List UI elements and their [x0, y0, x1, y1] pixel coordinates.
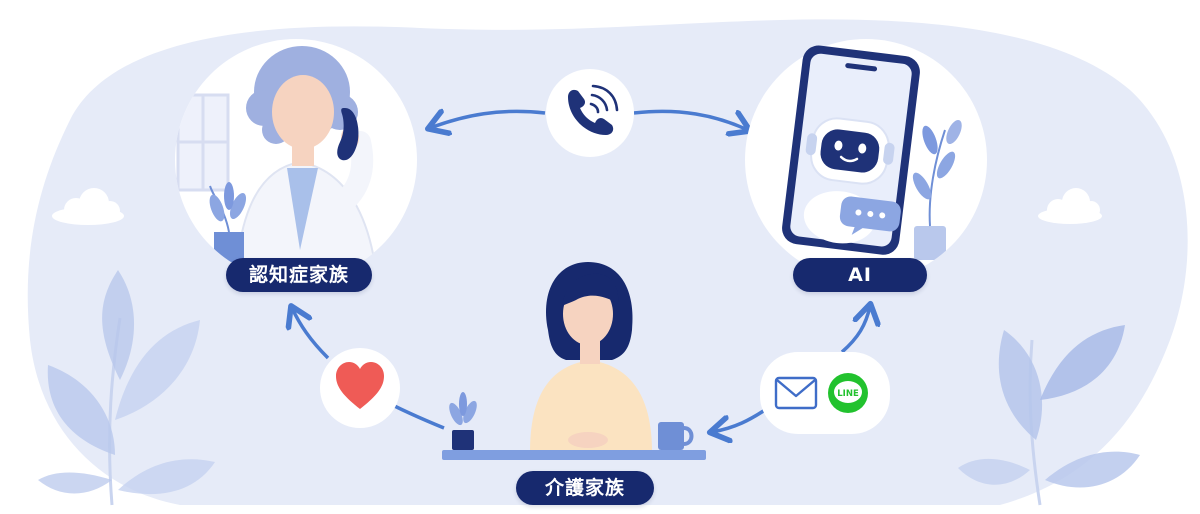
arrow-ai-to-message: [840, 306, 870, 354]
patient-family-label: 認知症家族: [226, 258, 372, 292]
smartphone-icon: [782, 45, 920, 255]
chat-bubble-icon: [839, 196, 901, 235]
cloud-icon: [52, 188, 124, 225]
mug-icon: [658, 422, 694, 450]
leaf-plant-icon: [38, 270, 215, 506]
arrow-patient-to-phone: [430, 111, 546, 128]
leaf-plant-icon: [958, 325, 1140, 506]
heart-icon: [336, 362, 384, 409]
caregiver-family-illustration: [442, 262, 706, 460]
line-app-label: LINE: [837, 389, 859, 399]
cloud-icon: [1038, 188, 1102, 224]
small-plant-icon: [449, 392, 477, 450]
phone-call-bubble: [546, 69, 634, 157]
caregiver-family-label: 介護家族: [516, 471, 654, 505]
mail-icon: [774, 376, 818, 410]
phone-call-icon: [568, 84, 619, 135]
ai-illustration: [745, 39, 987, 281]
ai-label: AI: [793, 258, 927, 292]
arrow-phone-to-ai: [633, 109, 748, 130]
heart-bubble: [320, 348, 400, 428]
message-channels-bubble: LINE: [760, 352, 890, 434]
line-app-icon: LINE: [828, 373, 868, 413]
arrow-heart-to-patient: [292, 308, 330, 360]
